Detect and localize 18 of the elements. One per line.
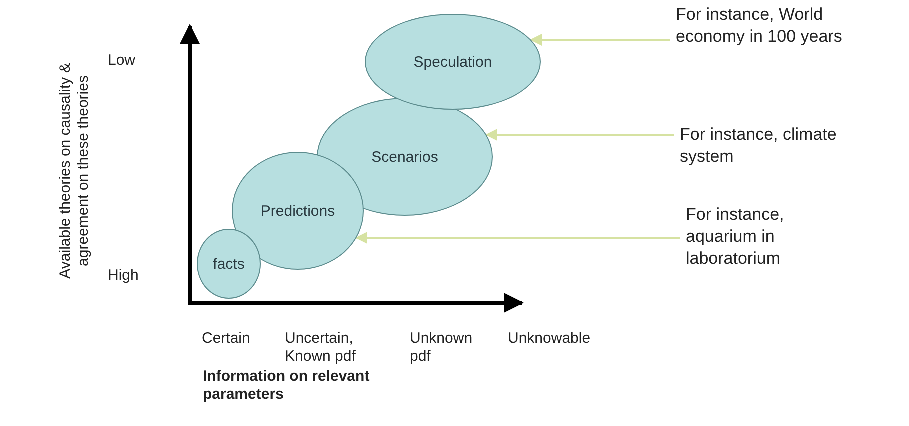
axis-title: Available theories on causality & agreement on these theories bbox=[57, 62, 93, 281]
axis-tick-label: Uncertain, Known pdf bbox=[285, 330, 357, 366]
leader-line bbox=[530, 34, 670, 46]
example-note: For instance, aquarium in laboratorium bbox=[686, 204, 836, 270]
example-note: For instance, climate system bbox=[680, 124, 880, 168]
axis-tick-label: Low bbox=[108, 52, 137, 70]
example-note: For instance, World economy in 100 years bbox=[676, 4, 896, 48]
ellipse-label: facts bbox=[213, 256, 245, 272]
axis-tick-label: High bbox=[108, 267, 140, 285]
ellipse-label: Speculation bbox=[414, 54, 492, 70]
leader-line bbox=[355, 232, 680, 244]
leader-line bbox=[485, 129, 674, 141]
ellipse-label: Scenarios bbox=[372, 148, 438, 166]
ellipse-label: Predictions bbox=[260, 202, 336, 220]
axis-tick-label: Unknowable bbox=[508, 330, 592, 348]
axis-tick-label: Certain bbox=[202, 330, 252, 348]
axis-title: Information on relevant parameters bbox=[203, 368, 371, 404]
axis-tick-label: Unknown pdf bbox=[410, 330, 474, 366]
